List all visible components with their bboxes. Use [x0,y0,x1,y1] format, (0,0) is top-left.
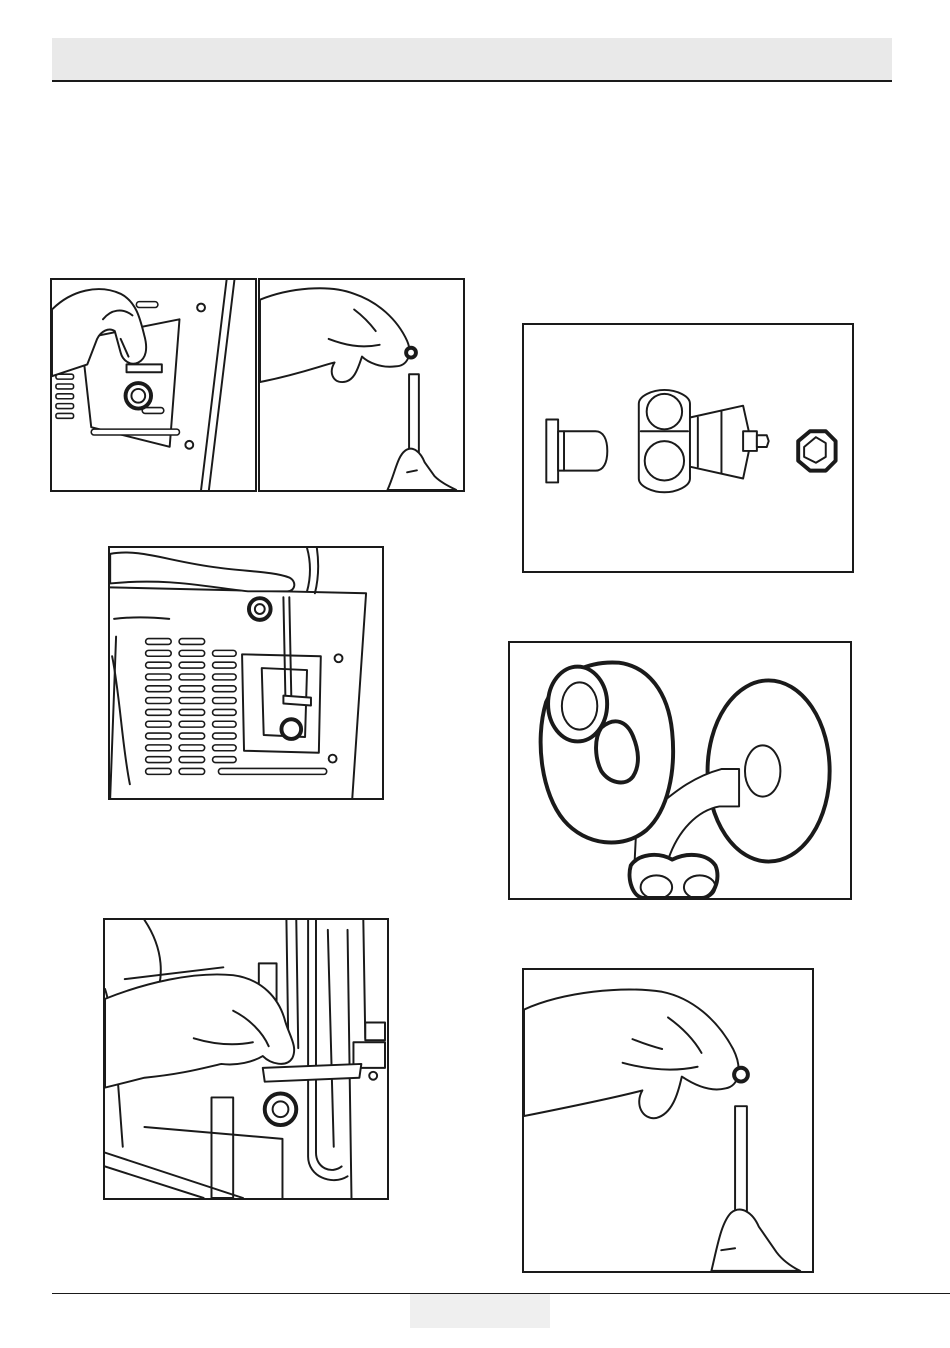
hand-holding-screw-illustration [524,970,812,1271]
hose-clip-illustration [105,920,387,1198]
water-line-routing-illustration [110,548,382,798]
fig-water-tap [508,641,852,900]
hand-removing-screw-illustration [52,280,255,490]
fig-hose-clip-installation [103,918,389,1200]
fig-valve-parts [522,323,854,573]
fig-water-line-routing [108,546,384,800]
fig-panel-screw-removal [50,278,257,492]
page-number-tab [410,1294,550,1328]
wall-water-tap-illustration [510,643,850,898]
hand-holding-screw-illustration [260,280,463,490]
header-bar [52,38,892,82]
valve-connector-parts-illustration [524,325,852,571]
fig-screw-tightening [522,968,814,1273]
fig-screw-and-screwdriver [258,278,465,492]
